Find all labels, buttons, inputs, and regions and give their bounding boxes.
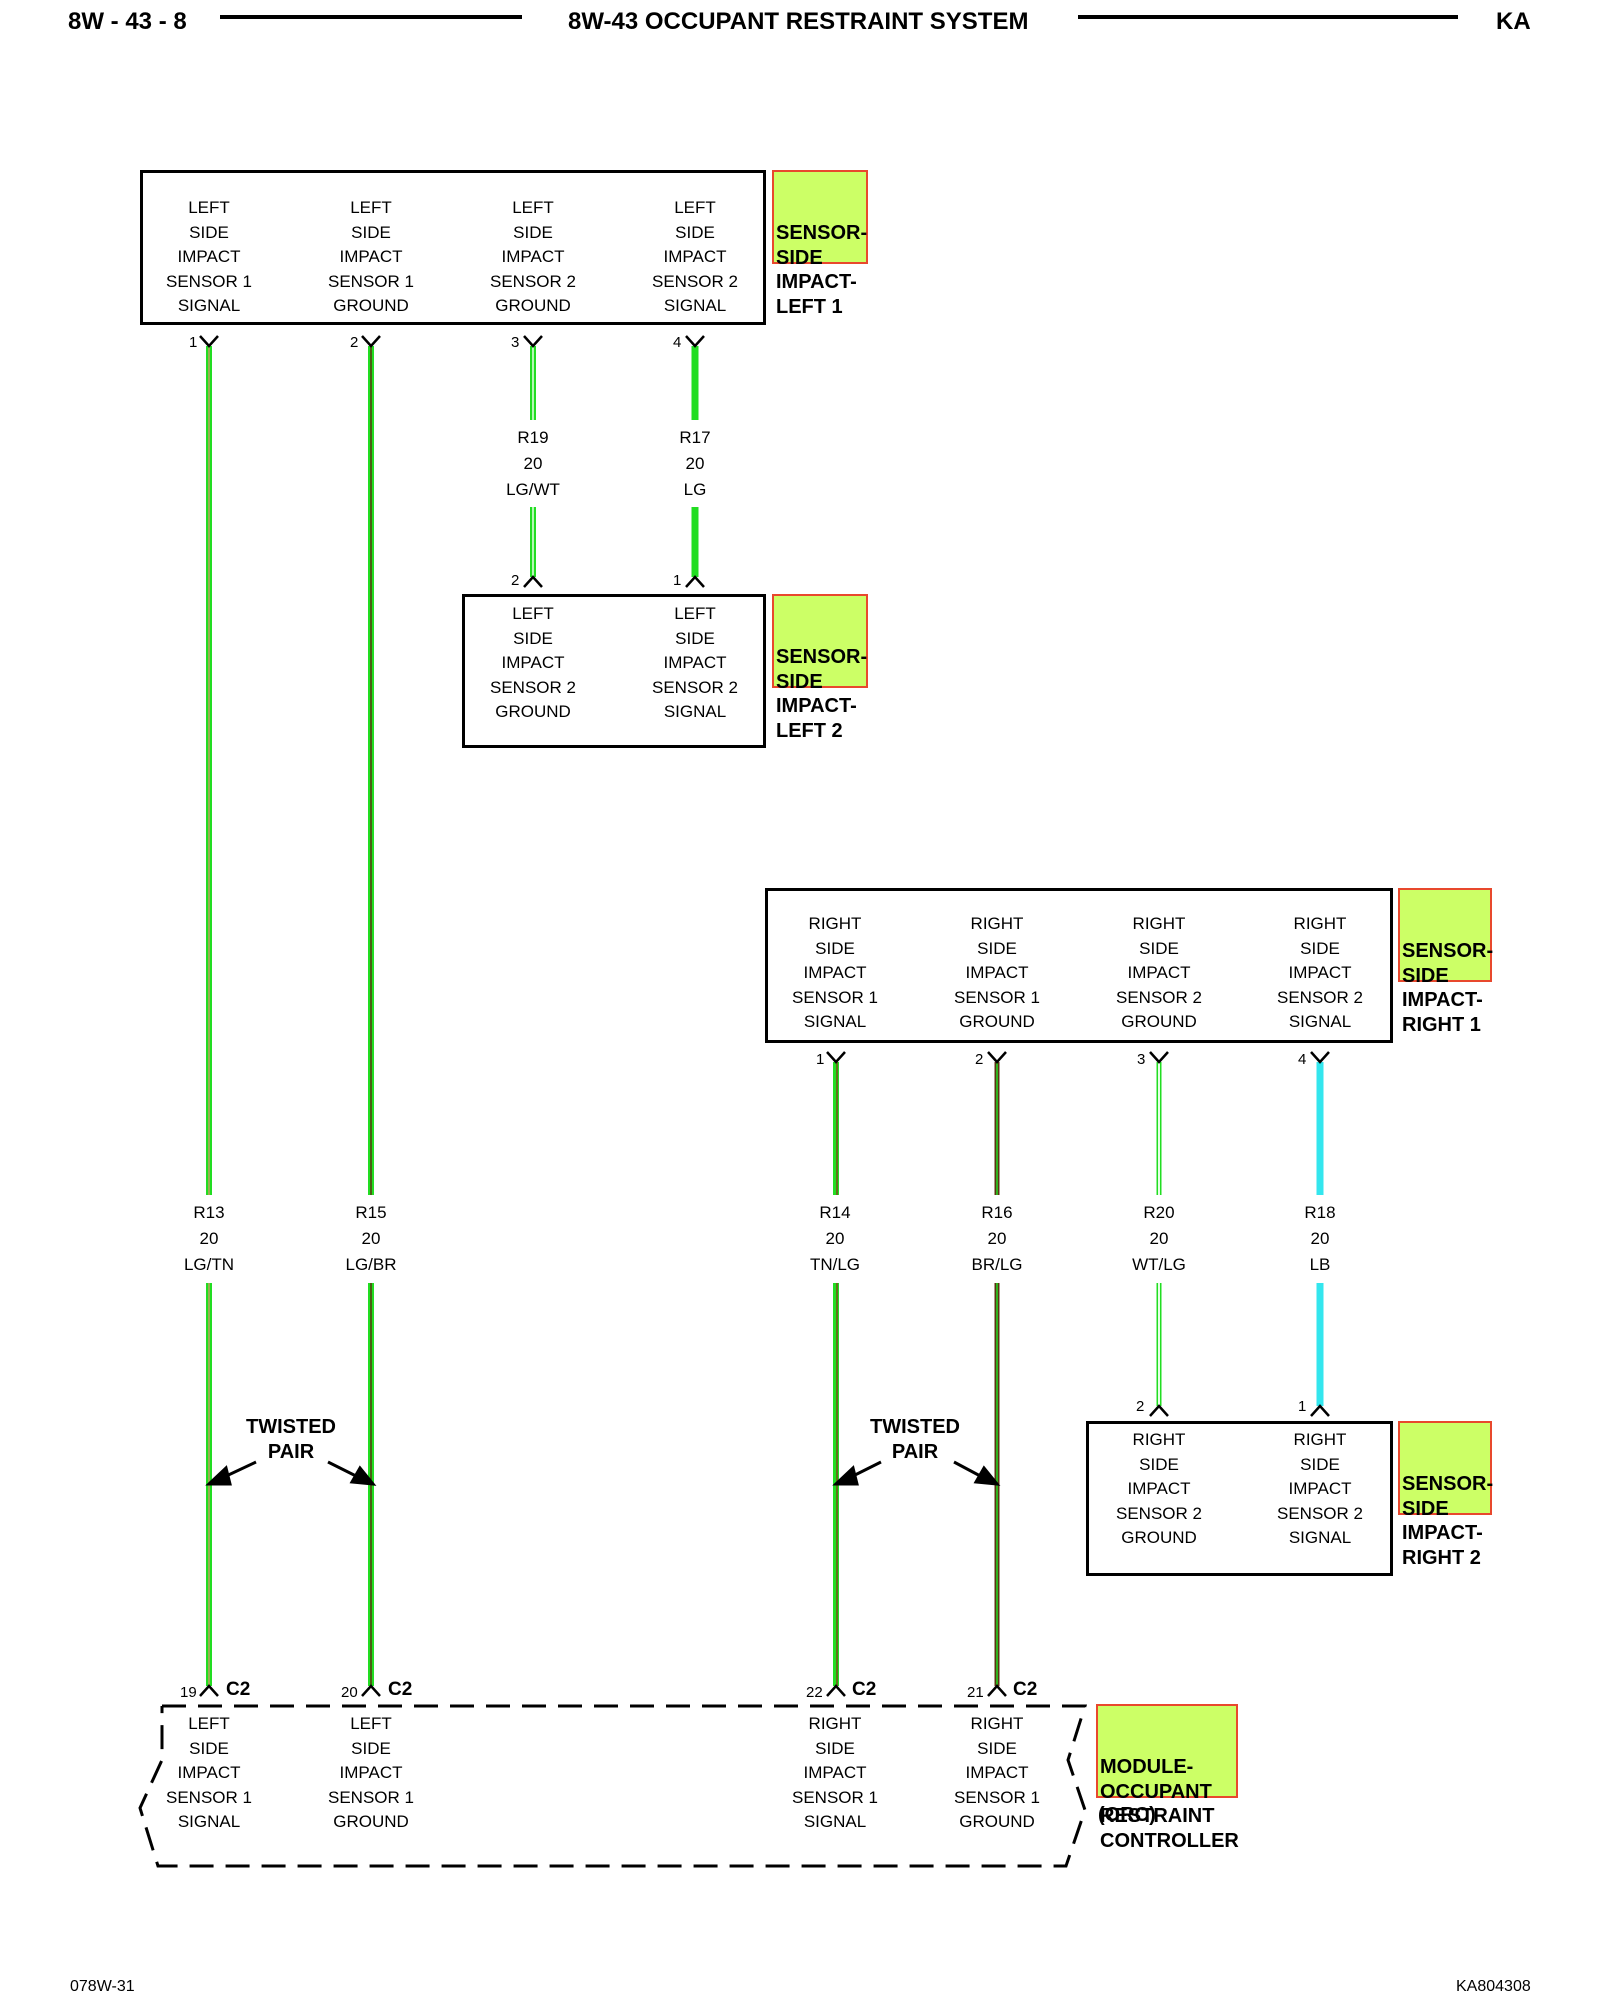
header-rule-right [1078,15,1458,19]
connector-c2-label: C2 [852,1679,877,1700]
connector-symbol [987,1684,1007,1697]
sensor-left-2-box [462,594,766,748]
connector-symbol [523,575,543,588]
connector-symbol [1310,1404,1330,1417]
pin-number: 1 [673,572,682,589]
pin-number: 22 [806,1684,823,1701]
connector-symbol [1310,1051,1330,1064]
pin-number: 1 [189,334,198,351]
sensor-right-2-box [1086,1421,1393,1576]
connector-symbol [523,335,543,348]
connector-symbol [361,335,381,348]
connector-symbol [826,1051,846,1064]
connector-c2-label: C2 [1013,1679,1038,1700]
orc-abbreviation: (ORC) [1098,1804,1156,1826]
section-code: KA [1496,8,1531,35]
connector-symbol [1149,1051,1169,1064]
connector-symbol [199,1684,219,1697]
pin-number: 2 [350,334,359,351]
footer-right-code: KA804308 [1456,1978,1531,1995]
header-rule-left [220,15,522,19]
pin-number: 20 [341,1684,358,1701]
connector-symbol [685,335,705,348]
pin-number: 2 [511,572,520,589]
pin-number: 21 [967,1684,984,1701]
page-title: 8W-43 OCCUPANT RESTRAINT SYSTEM [568,8,1029,35]
pin-number: 4 [1298,1051,1307,1068]
sensor-right-1-box [765,888,1393,1043]
pin-number: 4 [673,334,682,351]
connector-symbol [199,335,219,348]
wire-r14 [833,1062,839,1686]
connector-c2-label: C2 [388,1679,413,1700]
footer-left-code: 078W-31 [70,1978,135,1995]
pin-number: 1 [1298,1398,1307,1415]
orc-outline [138,1704,1088,1868]
connector-symbol [987,1051,1007,1064]
pin-number: 2 [1136,1398,1145,1415]
pin-number: 19 [180,1684,197,1701]
connector-symbol [1149,1404,1169,1417]
pin-number: 1 [816,1051,825,1068]
connector-symbol [685,575,705,588]
sensor-left-1-box [140,170,766,325]
pin-number: 3 [1137,1051,1146,1068]
connector-symbol [826,1684,846,1697]
connector-c2-label: C2 [226,1679,251,1700]
pin-number: 3 [511,334,520,351]
connector-symbol [361,1684,381,1697]
page-number: 8W - 43 - 8 [68,8,187,35]
pin-number: 2 [975,1051,984,1068]
